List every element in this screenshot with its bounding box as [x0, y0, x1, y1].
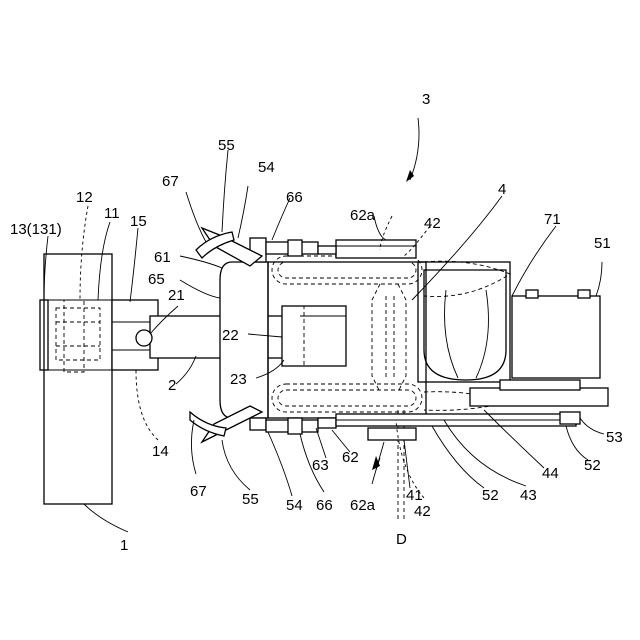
base-plate — [470, 380, 608, 406]
motor-51 — [512, 290, 600, 378]
label-11: 11 — [104, 205, 120, 222]
top-rails — [250, 238, 336, 262]
label-23: 23 — [230, 371, 247, 388]
label-D: D — [396, 531, 407, 548]
label-2: 2 — [168, 377, 176, 394]
label-62: 62 — [342, 449, 359, 466]
label-62a-top: 62a — [350, 207, 376, 224]
label-54-top: 54 — [258, 159, 275, 176]
label-65: 65 — [148, 271, 165, 288]
label-52-b: 52 — [584, 457, 601, 474]
label-3: 3 — [422, 91, 430, 108]
label-52-a: 52 — [482, 487, 499, 504]
bottom-rails — [250, 418, 336, 434]
label-55-bottom: 55 — [242, 491, 259, 508]
plate-62a-top — [336, 240, 416, 258]
label-22: 22 — [222, 327, 239, 344]
chain-52 — [336, 412, 580, 426]
label-41: 41 — [406, 487, 423, 504]
label-55-top: 55 — [218, 137, 235, 154]
label-13: 13(131) — [10, 221, 62, 238]
plate-62a-bottom — [368, 428, 416, 440]
pivot-21 — [136, 330, 152, 346]
label-62a-bottom: 62a — [350, 497, 376, 514]
label-67-bottom: 67 — [190, 483, 207, 500]
label-21: 21 — [168, 287, 185, 304]
label-14: 14 — [152, 443, 169, 460]
label-66-top: 66 — [286, 189, 303, 206]
label-44: 44 — [542, 465, 559, 482]
label-66-bottom: 66 — [316, 497, 333, 514]
label-71: 71 — [544, 211, 561, 228]
label-43: 43 — [520, 487, 537, 504]
label-12: 12 — [76, 189, 93, 206]
label-61: 61 — [154, 249, 171, 266]
label-67-top: 67 — [162, 173, 179, 190]
block-23 — [282, 306, 346, 366]
label-63: 63 — [312, 457, 329, 474]
label-42-bottom: 42 — [414, 503, 431, 520]
hub-assembly — [40, 300, 100, 372]
label-1: 1 — [120, 537, 128, 554]
wheel-1 — [44, 254, 112, 504]
label-54-bottom: 54 — [286, 497, 303, 514]
hopper-71 — [418, 262, 510, 382]
label-15: 15 — [130, 213, 147, 230]
label-53: 53 — [606, 429, 623, 446]
label-42-top: 42 — [424, 215, 441, 232]
label-4: 4 — [498, 181, 506, 198]
main-frame — [268, 262, 426, 418]
label-51: 51 — [594, 235, 611, 252]
